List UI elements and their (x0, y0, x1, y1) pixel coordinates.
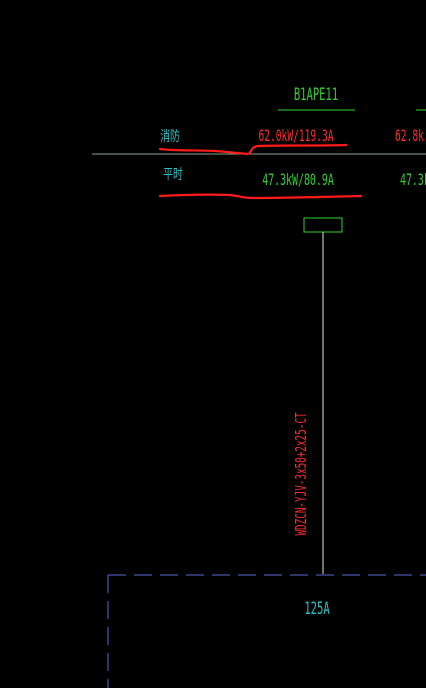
fire-mode-load-value: 62.0kW/119.3A (258, 128, 333, 146)
switch-symbol-box (303, 217, 343, 233)
normal-row-markup-underline (158, 193, 363, 200)
fire-row-markup-underline (158, 143, 348, 156)
normal-mode-label: 平时 (163, 166, 183, 182)
normal-mode-load-value: 47.3kW/80.9A (262, 172, 334, 190)
next-normal-mode-load-value: 47.3k (400, 172, 426, 190)
breaker-rating-label: 125A (304, 600, 330, 619)
next-fire-mode-load-value: 62.8k (395, 128, 424, 146)
panel-id-label: B1APE11 (294, 86, 338, 105)
cable-spec-label: WDZCN-YJV-3x50+2x25-CT (292, 412, 310, 535)
fire-mode-label: 消防 (160, 127, 180, 144)
